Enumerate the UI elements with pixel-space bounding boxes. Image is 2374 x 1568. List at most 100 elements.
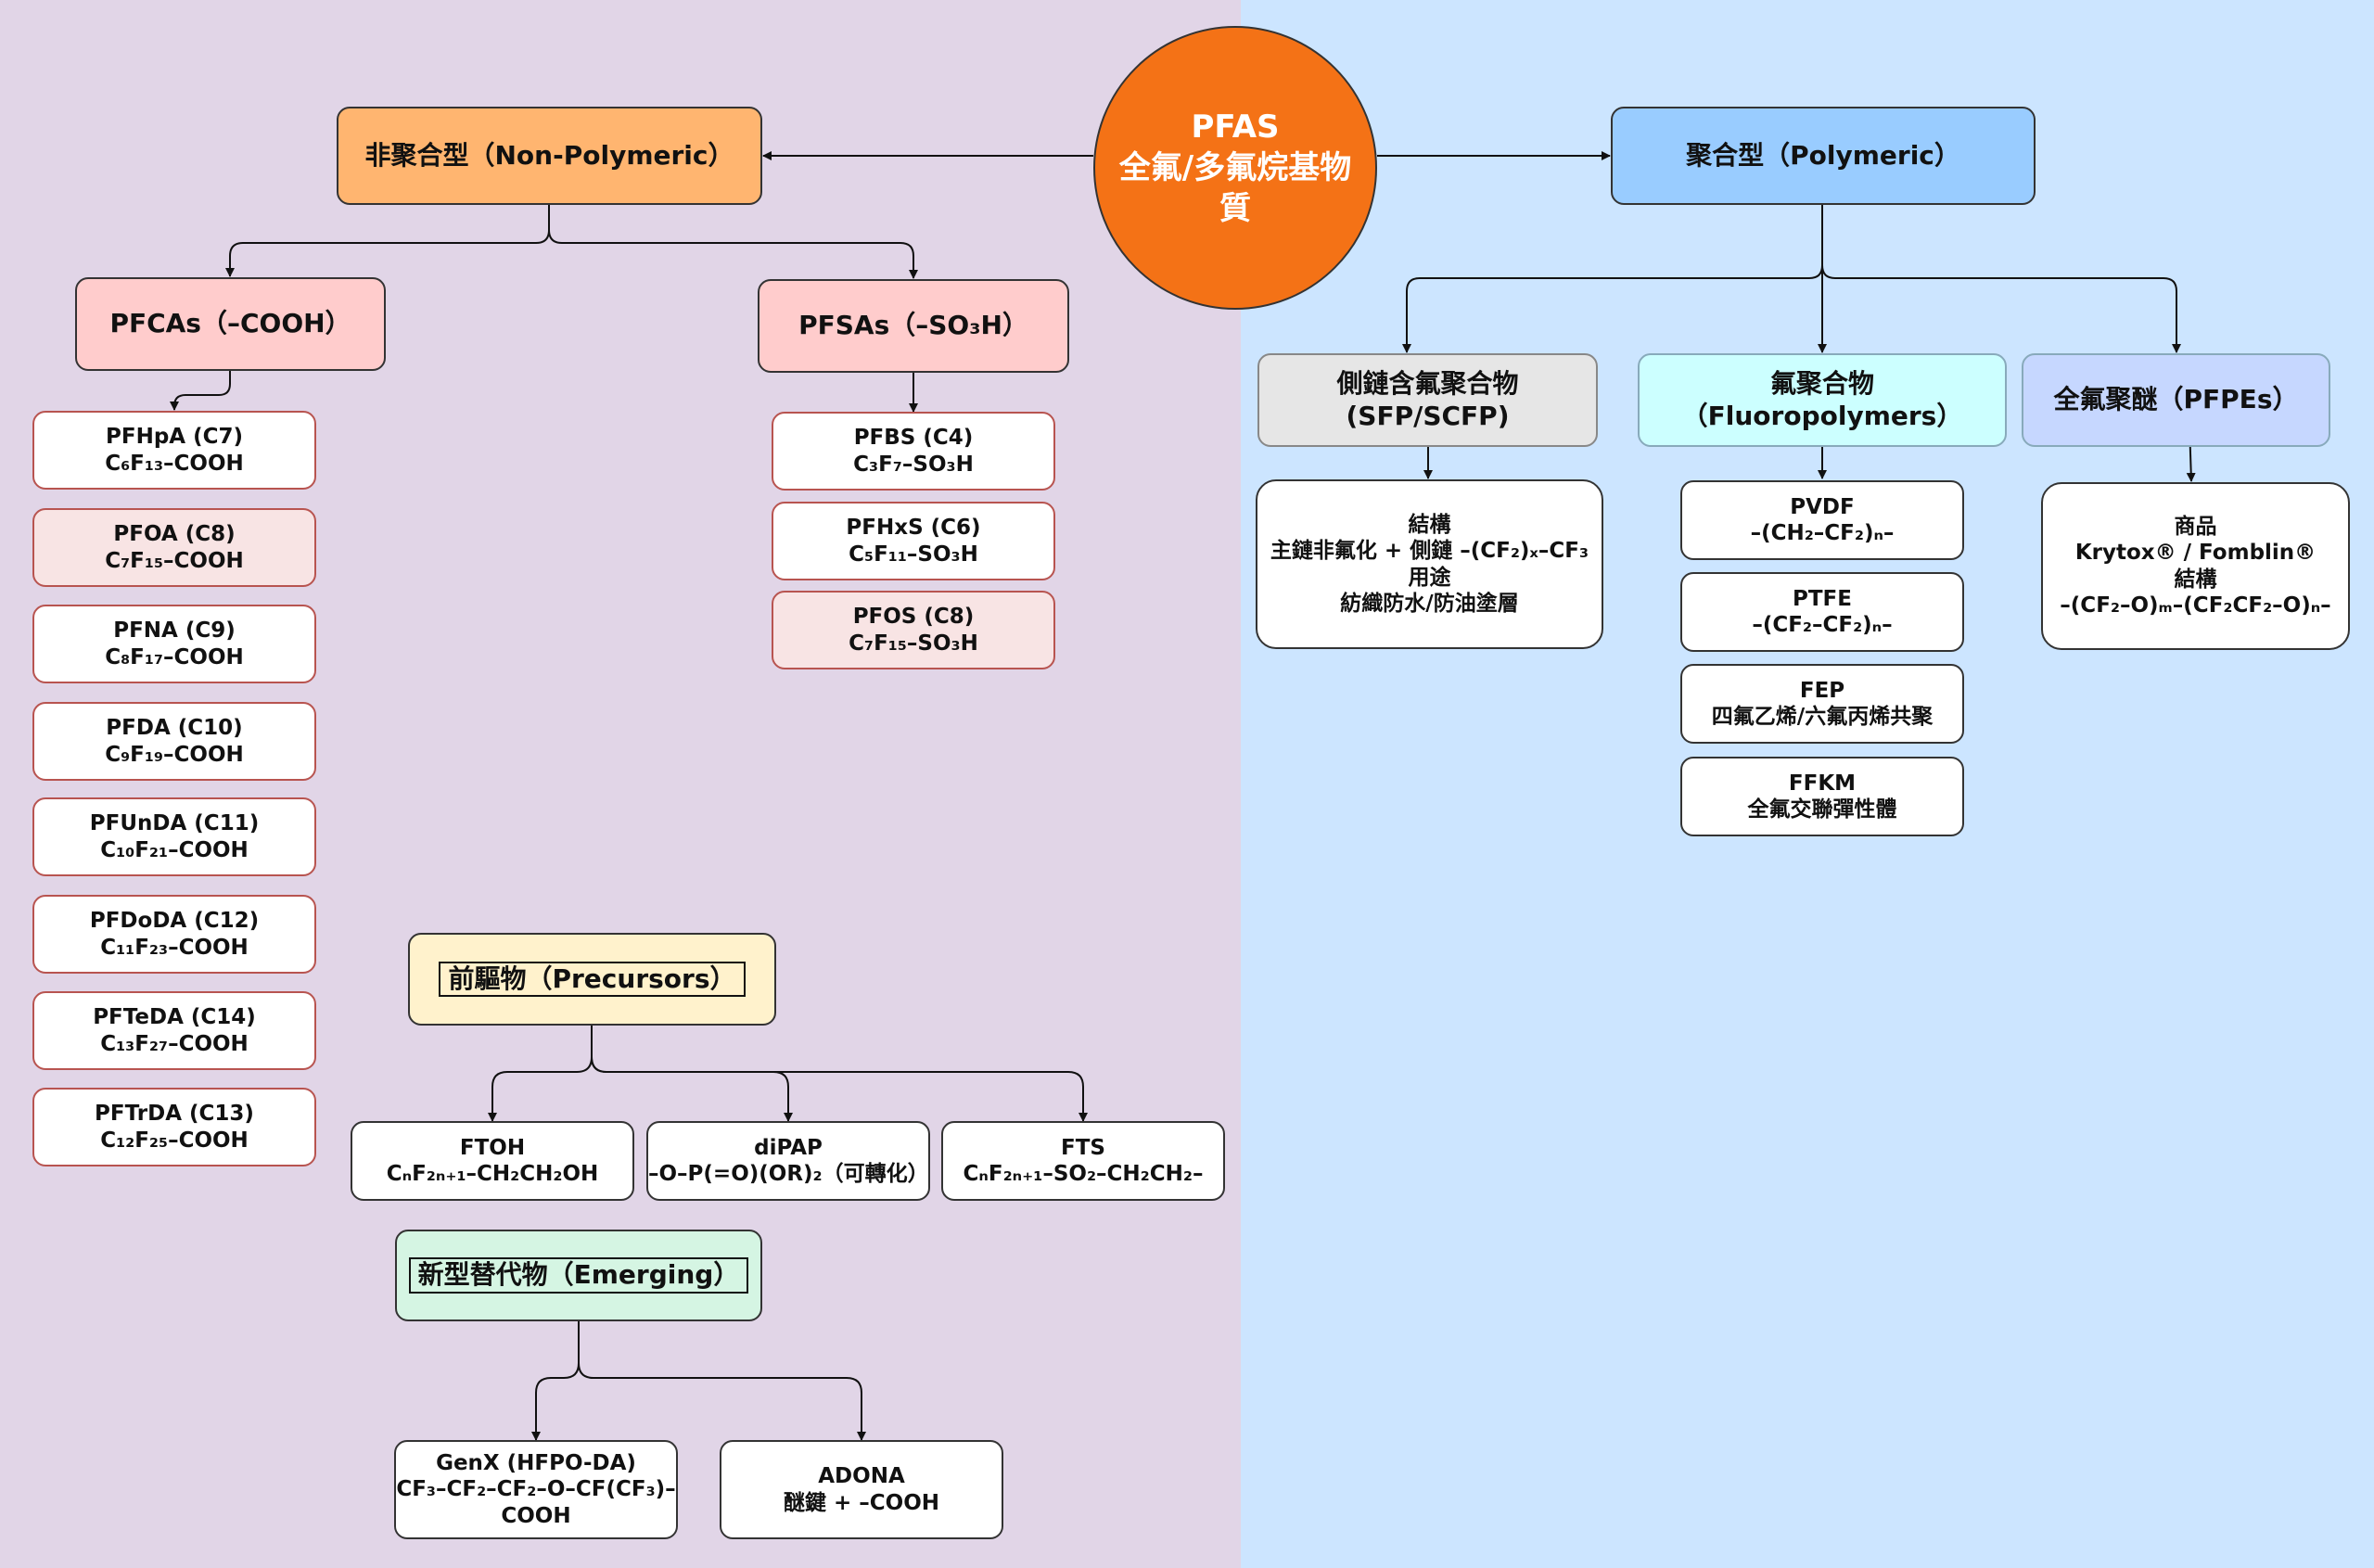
fluoropolymer-item: FFKM 全氟交聯彈性體 [1680,757,1964,836]
edge-nonpoly-pfsas [548,204,918,279]
compound-formula: 醚鍵 + –COOH [783,1490,940,1515]
compound-name: PFHxS (C6) [846,516,981,541]
precursors-node: 前驅物（Precursors） [408,933,776,1026]
fluoropolymer-item: PTFE –(CF₂–CF₂)ₙ– [1680,572,1964,652]
pfpes-title: 全氟聚醚（PFPEs） [2053,384,2299,415]
compound-name: PVDF [1790,494,1855,519]
sfp-detail-node: 結構 主鏈非氟化 + 側鏈 –(CF₂)ₓ–CF₃ 用途 紡織防水/防油塗層 [1256,479,1603,649]
precursor-item: FTOH CₙF₂ₙ₊₁–CH₂CH₂OH [351,1121,634,1201]
compound-name: PFDA (C10) [106,716,243,741]
pfca-item: PFHpA (C7) C₆F₁₃–COOH [32,411,316,490]
compound-formula: –(CF₂–CF₂)ₙ– [1752,613,1893,637]
root-line-1: PFAS [1191,108,1280,146]
compound-name: PFNA (C9) [113,618,236,644]
non-polymeric-title: 非聚合型（Non-Polymeric） [364,139,734,171]
pfsa-item: PFBS (C4) C₃F₇–SO₃H [772,412,1055,491]
compound-formula: CF₃–CF₂–CF₂–O–CF(CF₃)– [396,1477,676,1502]
pfca-item: PFTrDA (C13) C₁₂F₂₅–COOH [32,1088,316,1166]
edge-nonpoly-pfcas [225,204,550,277]
precursors-title: 前驅物（Precursors） [439,961,746,998]
edge-poly-sfp [1402,205,1823,353]
polymeric-title: 聚合型（Polymeric） [1686,139,1960,171]
compound-formula: C₈F₁₇–COOH [105,644,244,669]
detail-text: 主鏈非氟化 + 側鏈 –(CF₂)ₓ–CF₃ [1270,539,1589,564]
fluoropolymer-item: FEP 四氟乙烯/六氟丙烯共聚 [1680,664,1964,744]
detail-text: Krytox® / Fomblin® [2074,541,2317,566]
pfpes-node: 全氟聚醚（PFPEs） [2022,353,2330,447]
compound-name: diPAP [754,1135,823,1160]
pfcas-node: PFCAs（–COOH） [75,277,386,371]
compound-formula: CₙF₂ₙ₊₁–CH₂CH₂OH [386,1162,599,1186]
compound-name: FEP [1799,678,1845,703]
sfp-title-line-2: (SFP/SCFP) [1346,400,1510,431]
sfp-node: 側鏈含氟聚合物 (SFP/SCFP) [1257,353,1598,447]
pfca-item: PFDoDA (C12) C₁₁F₂₃–COOH [32,895,316,974]
compound-formula: C₁₂F₂₅–COOH [100,1128,249,1153]
compound-formula: C₉F₁₉–COOH [105,742,244,767]
fluoropolymers-node: 氟聚合物（Fluoropolymers） [1638,353,2007,447]
compound-formula: C₆F₁₃–COOH [105,451,244,476]
detail-heading: 結構 [1408,513,1451,538]
detail-text: 紡織防水/防油塗層 [1340,591,1519,616]
pfsas-node: PFSAs（–SO₃H） [758,279,1069,373]
compound-formula: C₃F₇–SO₃H [853,452,974,477]
compound-formula: –(CH₂–CF₂)ₙ– [1750,521,1895,545]
compound-formula: C₁₁F₂₃–COOH [100,935,249,960]
detail-heading: 結構 [2174,567,2217,592]
compound-formula-cont: COOH [501,1503,571,1528]
compound-formula: CₙF₂ₙ₊₁–SO₂–CH₂CH₂– [963,1162,1204,1186]
pfsa-item: PFHxS (C6) C₅F₁₁–SO₃H [772,502,1055,580]
compound-name: PFTeDA (C14) [93,1005,256,1030]
precursor-item: FTS CₙF₂ₙ₊₁–SO₂–CH₂CH₂– [941,1121,1225,1201]
compound-formula: C₁₀F₂₁–COOH [100,837,249,862]
compound-name: FTS [1061,1135,1105,1160]
compound-name: PFUnDA (C11) [89,811,260,836]
detail-heading: 商品 [2174,515,2217,540]
compound-name: GenX (HFPO-DA) [436,1451,636,1476]
pfca-item: PFTeDA (C14) C₁₃F₂₇–COOH [32,991,316,1070]
detail-heading: 用途 [1408,565,1451,590]
compound-name: PFOS (C8) [852,605,975,630]
fluoropolymer-item: PVDF –(CH₂–CF₂)ₙ– [1680,480,1964,560]
emerging-item: GenX (HFPO-DA) CF₃–CF₂–CF₂–O–CF(CF₃)– CO… [394,1440,678,1539]
compound-formula: 四氟乙烯/六氟丙烯共聚 [1711,705,1934,729]
emerging-node: 新型替代物（Emerging） [395,1230,762,1321]
emerging-title: 新型替代物（Emerging） [408,1257,749,1294]
edge-prec-dipap [591,1026,793,1122]
non-polymeric-node: 非聚合型（Non-Polymeric） [337,107,762,205]
compound-formula: 全氟交聯彈性體 [1747,797,1897,822]
edge-prec-fts [591,1026,1088,1122]
compound-formula: C₇F₁₅–COOH [105,548,244,573]
polymeric-node: 聚合型（Polymeric） [1611,107,2036,205]
compound-formula: –O–P(=O)(OR)₂（可轉化） [648,1162,929,1186]
edge-emerg-genx [531,1321,580,1441]
compound-name: PFOA (C8) [113,522,236,547]
compound-name: PTFE [1793,586,1852,611]
fluoropolymers-title: 氟聚合物（Fluoropolymers） [1681,368,1963,431]
edge-emerg-adona [578,1321,866,1441]
pfsas-title: PFSAs（–SO₃H） [798,310,1028,341]
edge-poly-pfpes [1821,205,2181,353]
pfcas-title: PFCAs（–COOH） [109,308,351,339]
emerging-item: ADONA 醚鍵 + –COOH [720,1440,1003,1539]
compound-name: FFKM [1788,771,1857,796]
compound-name: PFDoDA (C12) [89,909,260,934]
compound-formula: C₅F₁₁–SO₃H [849,542,978,567]
pfsa-item-highlighted: PFOS (C8) C₇F₁₅–SO₃H [772,591,1055,669]
root-line-3: 質 [1219,190,1251,228]
compound-name: ADONA [818,1464,905,1489]
edge-pfcas-items [170,371,231,411]
pfas-root-node: PFAS 全氟/多氟烷基物 質 [1093,26,1377,310]
compound-formula: C₇F₁₅–SO₃H [849,631,978,656]
pfca-item: PFNA (C9) C₈F₁₇–COOH [32,605,316,683]
edge-prec-ftoh [488,1026,593,1122]
compound-name: PFBS (C4) [853,426,974,451]
compound-formula: C₁₃F₂₇–COOH [100,1031,249,1056]
sfp-title-line-1: 側鏈含氟聚合物 [1336,368,1519,400]
pfca-item: PFUnDA (C11) C₁₀F₂₁–COOH [32,797,316,876]
compound-name: FTOH [459,1135,526,1160]
pfca-item: PFDA (C10) C₉F₁₉–COOH [32,702,316,781]
compound-name: PFHpA (C7) [106,425,243,450]
detail-text: –(CF₂–O)ₘ–(CF₂CF₂–O)ₙ– [2060,593,2331,618]
